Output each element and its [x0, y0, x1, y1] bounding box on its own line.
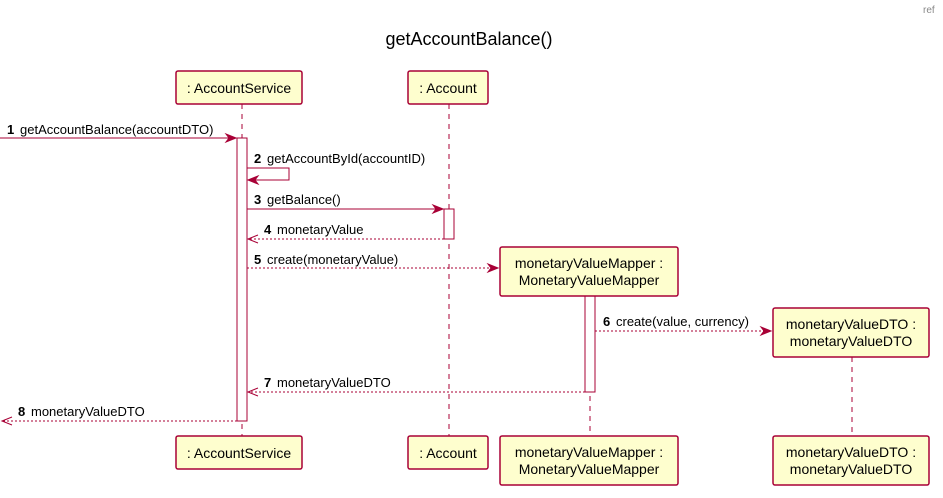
participant-label-line2: monetaryValueDTO	[790, 333, 913, 349]
participant-dto-top: monetaryValueDTO : monetaryValueDTO	[772, 307, 930, 358]
message-4: 4 monetaryValue	[246, 222, 444, 244]
message-label: getBalance()	[267, 192, 341, 207]
message-number: 3	[254, 192, 261, 207]
participant-mapper-bottom: monetaryValueMapper : MonetaryValueMappe…	[499, 435, 679, 486]
message-number: 6	[603, 314, 610, 329]
message-1: 1 getAccountBalance(accountDTO)	[0, 122, 238, 144]
participant-account-top: : Account	[407, 70, 489, 105]
participant-label-line2: monetaryValueDTO	[790, 461, 913, 477]
corner-label: ref	[923, 5, 935, 16]
message-number: 2	[254, 151, 261, 166]
participant-label-line1: monetaryValueDTO :	[786, 444, 916, 460]
message-label: create(value, currency)	[616, 314, 749, 329]
message-label: getAccountBalance(accountDTO)	[20, 122, 213, 137]
participant-label-line1: monetaryValueMapper :	[515, 444, 663, 460]
message-7: 7 monetaryValueDTO	[246, 375, 585, 397]
participant-label-line2: MonetaryValueMapper	[519, 272, 660, 288]
message-label: getAccountById(accountID)	[267, 151, 425, 166]
message-label: monetaryValue	[277, 222, 363, 237]
message-number: 1	[7, 122, 14, 137]
participant-account-service-bottom: : AccountService	[175, 435, 303, 470]
message-6: 6 create(value, currency)	[595, 314, 773, 337]
activation-mapper	[584, 295, 596, 393]
participant-dto-bottom: monetaryValueDTO : monetaryValueDTO	[772, 435, 930, 486]
message-5: 5 create(monetaryValue)	[247, 252, 500, 274]
activation-account	[443, 208, 455, 240]
message-label: monetaryValueDTO	[277, 375, 391, 390]
activation-account-service	[236, 137, 248, 422]
message-label: create(monetaryValue)	[267, 252, 398, 267]
participant-label-line1: monetaryValueMapper :	[515, 255, 663, 271]
participant-label: : Account	[419, 80, 477, 96]
message-number: 4	[264, 222, 272, 237]
message-3: 3 getBalance()	[247, 192, 445, 215]
message-2: 2 getAccountById(accountID)	[246, 151, 425, 186]
participant-label-line2: MonetaryValueMapper	[519, 461, 660, 477]
participant-label: : AccountService	[187, 80, 291, 96]
participant-label-line1: monetaryValueDTO :	[786, 316, 916, 332]
message-8: 8 monetaryValueDTO	[0, 404, 237, 426]
participant-label: : Account	[419, 445, 477, 461]
participant-account-service-top: : AccountService	[175, 70, 303, 105]
participant-label: : AccountService	[187, 445, 291, 461]
message-label: monetaryValueDTO	[31, 404, 145, 419]
message-number: 8	[18, 404, 25, 419]
message-number: 5	[254, 252, 261, 267]
diagram-title: getAccountBalance()	[385, 29, 552, 49]
participant-mapper-top: monetaryValueMapper : MonetaryValueMappe…	[499, 246, 679, 297]
message-number: 7	[264, 375, 271, 390]
participant-account-bottom: : Account	[407, 435, 489, 470]
